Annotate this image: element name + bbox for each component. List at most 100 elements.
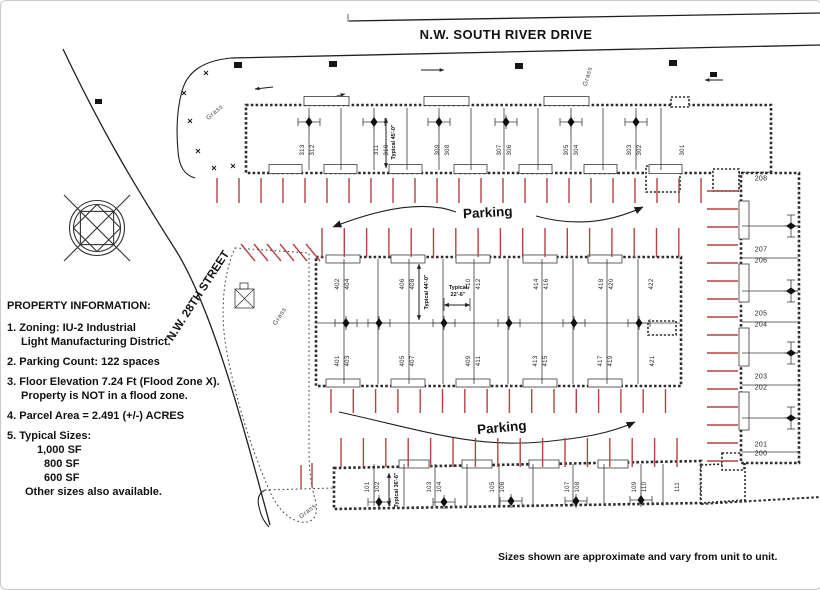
unit-door-symbol xyxy=(784,279,798,303)
entry-stoop xyxy=(388,164,423,174)
property-information: PROPERTY INFORMATION: 1. Zoning: IU-2 In… xyxy=(7,299,237,499)
unit-number-label: 418 xyxy=(599,278,605,290)
entry-stoop xyxy=(738,263,750,303)
entry-stoop xyxy=(325,254,361,264)
utility-box-north xyxy=(712,168,740,192)
unit-door-symbol xyxy=(784,341,798,365)
unit-door-symbol xyxy=(367,316,391,330)
entry-stoop xyxy=(461,459,493,469)
unit-number-label: 309 xyxy=(435,144,441,156)
grass-island xyxy=(222,247,317,523)
entry-stoop xyxy=(738,391,750,431)
unit-number-label: 205 xyxy=(754,310,768,318)
info-zoning-line2: Light Manufacturing District. xyxy=(21,336,171,348)
unit-number-label: 419 xyxy=(608,355,614,367)
size-note: Other sizes also available. xyxy=(25,486,162,498)
entry-stoop xyxy=(648,164,683,174)
typical-width-note: Typical 22'-6" xyxy=(442,285,474,299)
unit-number-label: 109 xyxy=(632,481,638,493)
unit-number-label: 403 xyxy=(345,355,351,367)
unit-number-label: 313 xyxy=(300,144,306,156)
unit-number-label: 104 xyxy=(437,481,443,493)
unit-number-label: 408 xyxy=(410,278,416,290)
entry-stoop xyxy=(738,200,750,240)
unit-number-label: 415 xyxy=(543,355,549,367)
unit-number-label: 103 xyxy=(427,481,433,493)
entry-stoop xyxy=(738,327,750,367)
unit-number-label: 405 xyxy=(400,355,406,367)
info-zoning: 1. Zoning: IU-2 Industrial xyxy=(7,322,136,334)
hydrant-markers xyxy=(254,68,723,99)
unit-door-symbol xyxy=(432,495,456,509)
unit-number-label: 416 xyxy=(544,278,550,290)
unit-number-label: 201 xyxy=(754,441,768,449)
entry-stoop xyxy=(597,459,629,469)
unit-number-label: 422 xyxy=(649,278,655,290)
no-parking-stripe xyxy=(279,243,295,262)
typical-width-line1: Typical xyxy=(448,285,468,291)
unit-number-label: 202 xyxy=(754,384,768,392)
unit-number-label: 101 xyxy=(365,481,371,493)
entry-stoop xyxy=(268,164,303,174)
unit-number-label: 304 xyxy=(574,144,580,156)
meter-room-box xyxy=(647,320,677,336)
unit-number-label: 312 xyxy=(310,144,316,156)
unit-number-label: 409 xyxy=(466,355,472,367)
entry-stoop xyxy=(398,459,430,469)
catch-basin-markers xyxy=(95,60,717,104)
no-parking-stripe xyxy=(240,243,256,262)
north-arrow-symbol xyxy=(63,194,131,262)
entry-stoop xyxy=(522,378,558,388)
typical-depth-note-400: Typical 44'-0" xyxy=(424,274,430,310)
unit-number-label: 410 xyxy=(466,278,472,290)
entry-stoop xyxy=(587,254,623,264)
unit-door-symbol xyxy=(367,495,391,509)
unit-number-label: 204 xyxy=(754,321,768,329)
unit-number-label: 208 xyxy=(754,175,768,183)
size-disclaimer: Sizes shown are approximate and vary fro… xyxy=(498,551,778,563)
top-road-south-edge xyxy=(230,44,820,59)
unit-door-symbol xyxy=(362,115,386,129)
unit-doors xyxy=(297,115,798,509)
unit-number-label: 411 xyxy=(476,355,482,367)
building-200-series xyxy=(739,171,801,465)
typical-depth-note-300: Typical 45'-0" xyxy=(391,124,397,160)
unit-door-symbol xyxy=(564,494,588,508)
typical-width-line2: 22'-6" xyxy=(450,292,466,298)
unit-number-label: 306 xyxy=(507,144,513,156)
unit-door-symbol xyxy=(494,115,518,129)
no-parking-stripe xyxy=(292,243,308,262)
unit-number-label: 200 xyxy=(754,450,768,458)
size-option-1: 1,000 SF xyxy=(37,444,82,456)
info-parking-count: 2. Parking Count: 122 spaces xyxy=(7,356,160,368)
entry-stoop xyxy=(518,164,553,174)
entry-stoop xyxy=(303,96,350,106)
entry-stoop xyxy=(528,459,560,469)
unit-number-label: 105 xyxy=(490,481,496,493)
info-flood-line2: Property is NOT in a flood zone. xyxy=(21,390,188,402)
unit-number-label: 107 xyxy=(565,481,571,493)
unit-door-symbol xyxy=(334,316,358,330)
unit-door-symbol xyxy=(784,406,798,430)
unit-number-label: 301 xyxy=(680,144,686,156)
unit-number-label: 412 xyxy=(476,278,482,290)
entry-stoop xyxy=(390,378,426,388)
curb-hook xyxy=(257,489,270,528)
grass-strip-edge xyxy=(264,487,335,491)
unit-number-label: 305 xyxy=(564,144,570,156)
size-option-2: 800 SF xyxy=(44,458,80,470)
entry-stoop xyxy=(325,378,361,388)
unit-door-symbol xyxy=(624,115,648,129)
entry-stoop xyxy=(587,378,623,388)
entry-stoops xyxy=(268,96,750,469)
unit-number-label: 106 xyxy=(500,481,506,493)
parking-label-top: Parking xyxy=(462,203,513,222)
top-road-north-edge xyxy=(348,12,820,22)
south-boundary xyxy=(700,496,820,505)
unit-number-label: 407 xyxy=(410,355,416,367)
entry-stoop xyxy=(423,96,470,106)
unit-number-label: 102 xyxy=(375,481,381,493)
unit-number-label: 110 xyxy=(642,481,648,493)
unit-number-label: 311 xyxy=(374,144,380,156)
